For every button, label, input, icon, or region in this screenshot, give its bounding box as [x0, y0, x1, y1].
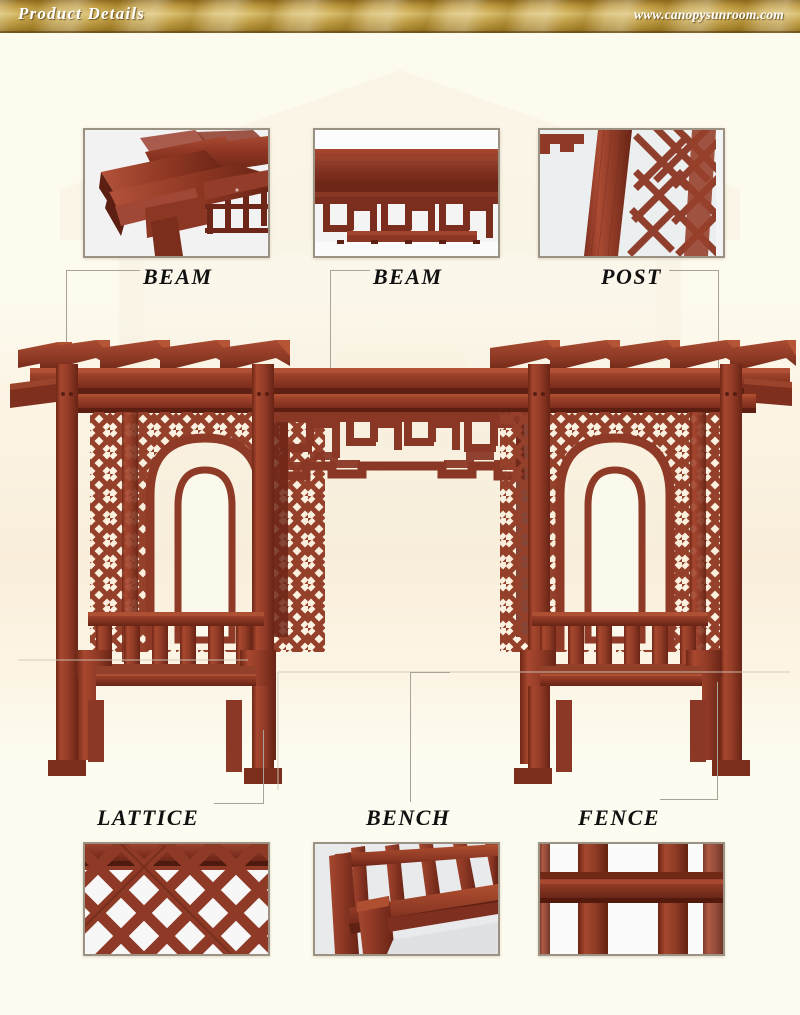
label-beam-center: BEAM	[373, 264, 443, 289]
arch-window-left	[174, 466, 236, 644]
ground-plane	[18, 659, 790, 790]
label-post: POST	[601, 264, 662, 289]
detail-photo-fence[interactable]	[538, 842, 725, 956]
post-right-outer	[720, 410, 742, 680]
arch-window-right	[584, 466, 646, 644]
website-url: www.canopysunroom.com	[634, 7, 784, 22]
center-stepped-arch	[279, 454, 525, 481]
post-left-outer	[56, 410, 78, 680]
page-title: Product Details	[18, 4, 146, 23]
pergola-main-illustration	[10, 340, 796, 790]
detail-photo-beam-left[interactable]	[83, 128, 270, 258]
post-left-inner	[252, 410, 274, 700]
detail-photo-beam-center[interactable]	[313, 128, 500, 258]
bench-fence-right	[514, 612, 750, 784]
header-bar: Product Details www.canopysunroom.com	[0, 0, 800, 33]
detail-photo-lattice[interactable]	[83, 842, 270, 956]
bench-fence-left	[48, 612, 282, 784]
label-bench: BENCH	[366, 805, 451, 830]
arch-frame-right	[555, 433, 675, 650]
detail-photo-bench[interactable]	[313, 842, 500, 956]
rafter-tails-left	[18, 340, 290, 372]
label-beam-left: BEAM	[143, 264, 213, 289]
rafter-tails-right	[490, 340, 796, 372]
label-fence: FENCE	[578, 805, 661, 830]
post-caps	[56, 364, 742, 416]
label-lattice: LATTICE	[97, 805, 200, 830]
detail-photo-post[interactable]	[538, 128, 725, 258]
